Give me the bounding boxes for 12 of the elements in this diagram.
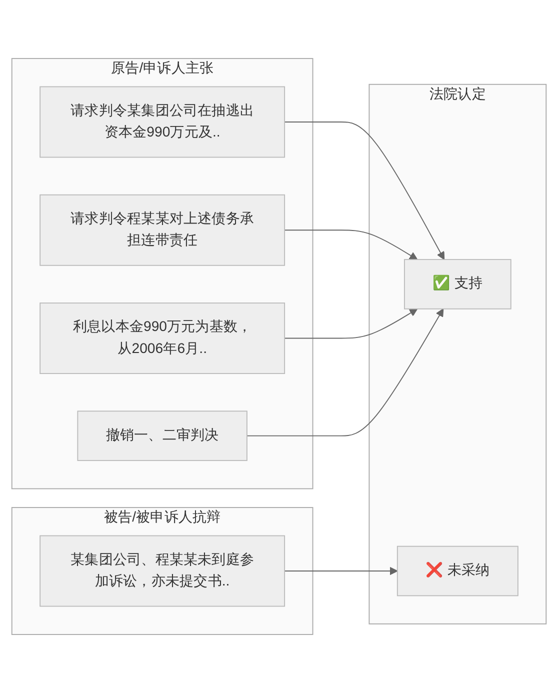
arrow xyxy=(284,229,418,260)
arrow xyxy=(284,566,398,575)
node-box: 撤销一、二审判决 xyxy=(77,410,248,460)
node-box: 某集团公司、程某某未到庭参加诉讼，亦未提交书.. xyxy=(40,534,286,606)
node-box: 请求判令某集团公司在抽逃出资本金990万元及.. xyxy=(40,86,286,158)
node-box: ❌ 未采纳 xyxy=(396,545,518,596)
arrow xyxy=(284,121,445,260)
node-box: ✅ 支持 xyxy=(404,258,512,309)
arrow xyxy=(246,308,444,436)
node-box: 请求判令程某某对上述债务承担连带责任 xyxy=(40,194,286,266)
node-box: 利息以本金990万元为基数，从2006年6月.. xyxy=(40,302,286,374)
arrow xyxy=(284,308,418,338)
